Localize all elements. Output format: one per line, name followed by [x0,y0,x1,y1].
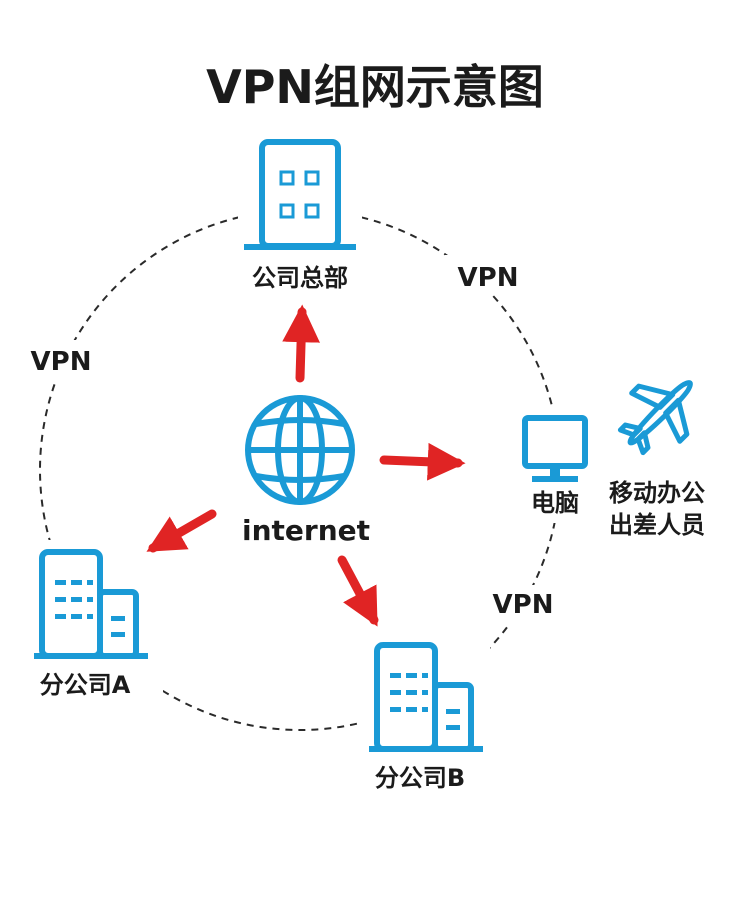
vpn-label-left: VPN [31,347,92,377]
internet-label: internet [242,514,370,547]
branch-b-label: 分公司B [375,764,465,792]
branch-a-icon [34,549,148,659]
branch-a-label: 分公司A [40,671,131,699]
diagram-title: VPN组网示意图 [206,60,544,114]
mobile-label-line1: 移动办公 [609,479,705,507]
arrow-to-computer [379,442,466,481]
airplane-icon [617,380,693,456]
internet-arrows [146,304,466,627]
vpn-label-top-right: VPN [458,263,519,293]
arrow-to-hq [282,304,320,383]
mobile-label-line2: 出差人员 [609,511,705,539]
monitor-icon [522,415,588,482]
globe-icon [245,395,355,505]
arrow-to-branch-b [337,555,379,627]
headquarters-icon [244,139,356,250]
hq-label: 公司总部 [252,264,348,292]
computer-label: 电脑 [531,489,579,517]
vpn-label-bottom-right: VPN [493,590,554,620]
arrow-to-branch-a [146,509,217,553]
branch-b-icon [369,642,483,752]
